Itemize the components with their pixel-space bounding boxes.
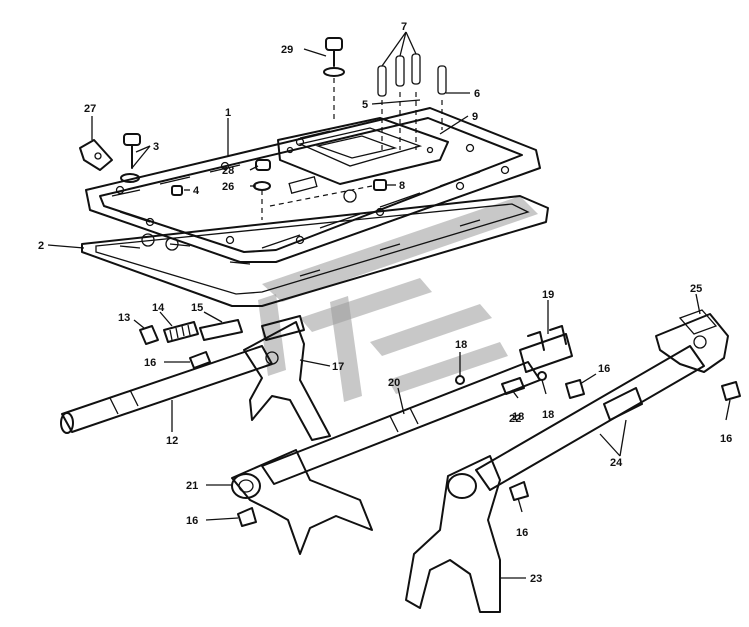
screw-16e: [509, 481, 529, 501]
callout-26: 26: [222, 181, 234, 193]
gasket: [81, 195, 549, 307]
shift-fork-23: [405, 455, 501, 613]
callout-25: 25: [690, 283, 702, 295]
callout-12: 12: [166, 435, 178, 447]
callout-1: 1: [225, 107, 231, 119]
callout-9: 9: [472, 111, 478, 123]
shift-dog-19: [519, 325, 573, 373]
callout-21: 21: [186, 480, 198, 492]
callout-5: 5: [362, 99, 368, 111]
screw-16b: [565, 379, 585, 399]
detent-plug-13: [139, 325, 159, 345]
callout-8: 8: [399, 180, 405, 192]
shift-fork-21: [231, 449, 373, 555]
callout-18-rail20: 18: [455, 339, 467, 351]
detent-spring-14: [163, 321, 199, 343]
callout-18-dog: 18: [542, 409, 554, 421]
shift-rail-12: [60, 345, 273, 434]
callout-29: 29: [281, 44, 293, 56]
screw-16c: [237, 507, 257, 527]
bracket-27: [79, 139, 113, 171]
callout-3: 3: [153, 141, 159, 153]
callout-16-block: 16: [720, 433, 732, 445]
callout-22: 22: [509, 413, 521, 425]
callout-6: 6: [474, 88, 480, 100]
callout-18-pin: 18: [512, 411, 524, 423]
callout-16-fork23: 16: [516, 527, 528, 539]
shift-rail-24: [475, 345, 705, 491]
callout-14: 14: [152, 302, 165, 314]
detent-pin-15: [199, 319, 243, 341]
callout-7: 7: [401, 21, 407, 33]
callout-4: 4: [193, 185, 200, 197]
plug-4: [171, 185, 183, 196]
callout-16-rail12: 16: [144, 357, 156, 369]
callout-13: 13: [118, 312, 130, 324]
bolt-3: [120, 133, 141, 183]
bolt-28: [253, 159, 271, 220]
screw-16a: [189, 351, 211, 369]
watermark-logo: [258, 196, 538, 402]
callout-20: 20: [388, 377, 400, 389]
pin-22: [501, 377, 525, 395]
shift-block-25: [655, 309, 729, 373]
callout-2: 2: [38, 240, 44, 252]
callout-24: 24: [610, 457, 623, 469]
callout-15: 15: [191, 302, 203, 314]
callout-16-dog: 16: [598, 363, 610, 375]
small-cover-plate: [277, 117, 449, 185]
screw-16d: [721, 381, 741, 401]
callout-19: 19: [542, 289, 554, 301]
bolt-29: [323, 37, 345, 120]
shift-fork-17: [243, 315, 331, 441]
callout-23: 23: [530, 573, 542, 585]
plug-8: [269, 179, 387, 207]
leader-lines: [47, 31, 731, 579]
callout-27: 27: [84, 103, 96, 115]
callout-labels: 1 2 3 4 5 6 7 8 9 12 13 14 15 16 16 16 1…: [38, 21, 732, 585]
callout-16-fork21: 16: [186, 515, 198, 527]
callout-17: 17: [332, 361, 344, 373]
callout-28: 28: [222, 165, 234, 177]
